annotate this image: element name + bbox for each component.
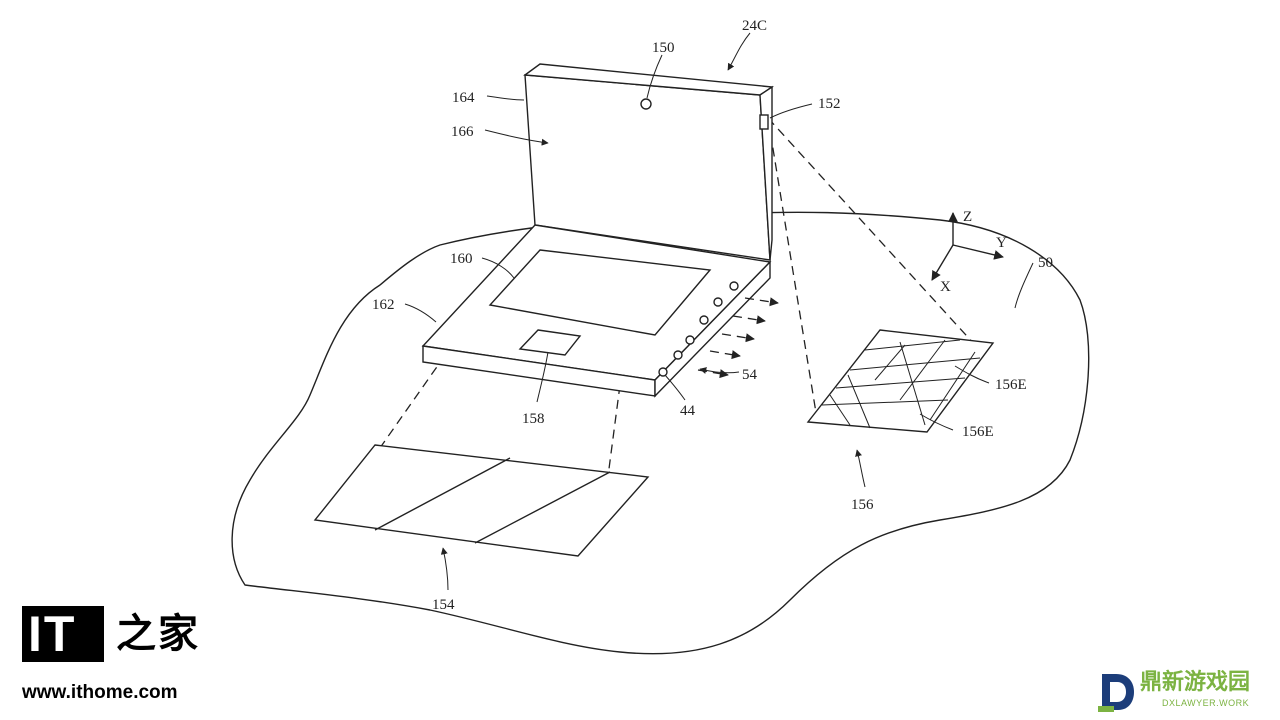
axis-x-label: X — [940, 279, 951, 295]
leader-lines — [404, 32, 1034, 591]
axis-z-label: Z — [963, 209, 972, 225]
label-164: 164 — [452, 90, 475, 106]
dx-logo-icon — [1098, 674, 1134, 712]
label-158: 158 — [522, 411, 545, 427]
label-160: 160 — [450, 251, 473, 267]
label-152: 152 — [818, 96, 841, 112]
ithome-logo-box: IT — [22, 606, 104, 662]
coordinate-axes — [931, 212, 1004, 281]
label-162: 162 — [372, 297, 395, 313]
projection-154 — [313, 444, 650, 557]
dx-cn-name: 鼎新游戏园 — [1140, 670, 1251, 695]
label-50: 50 — [1038, 255, 1053, 271]
ithome-logo-text: IT — [28, 606, 77, 662]
ithome-url: www.ithome.com — [22, 682, 178, 703]
projection-156 — [806, 329, 995, 433]
ithome-cn-name: 之家 — [116, 611, 200, 657]
surface-outline — [231, 211, 1090, 655]
label-156: 156 — [851, 497, 874, 513]
axis-y-label: Y — [996, 235, 1007, 251]
reference-labels: 24C 150 152 164 166 160 162 158 44 54 50… — [372, 18, 1053, 613]
label-156e-b: 156E — [962, 424, 994, 440]
label-150: 150 — [652, 40, 675, 56]
label-154: 154 — [432, 597, 455, 613]
label-166: 166 — [451, 124, 474, 140]
dx-en-name: DXLAWYER.WORK — [1162, 698, 1250, 708]
laptop-device — [421, 63, 775, 398]
label-24c: 24C — [742, 18, 767, 34]
label-44: 44 — [680, 403, 696, 419]
label-54: 54 — [742, 367, 758, 383]
ithome-watermark: IT 之家 www.ithome.com — [22, 606, 212, 710]
dx-watermark: 鼎新游戏园 DXLAWYER.WORK — [1096, 668, 1266, 716]
label-156e-a: 156E — [995, 377, 1027, 393]
